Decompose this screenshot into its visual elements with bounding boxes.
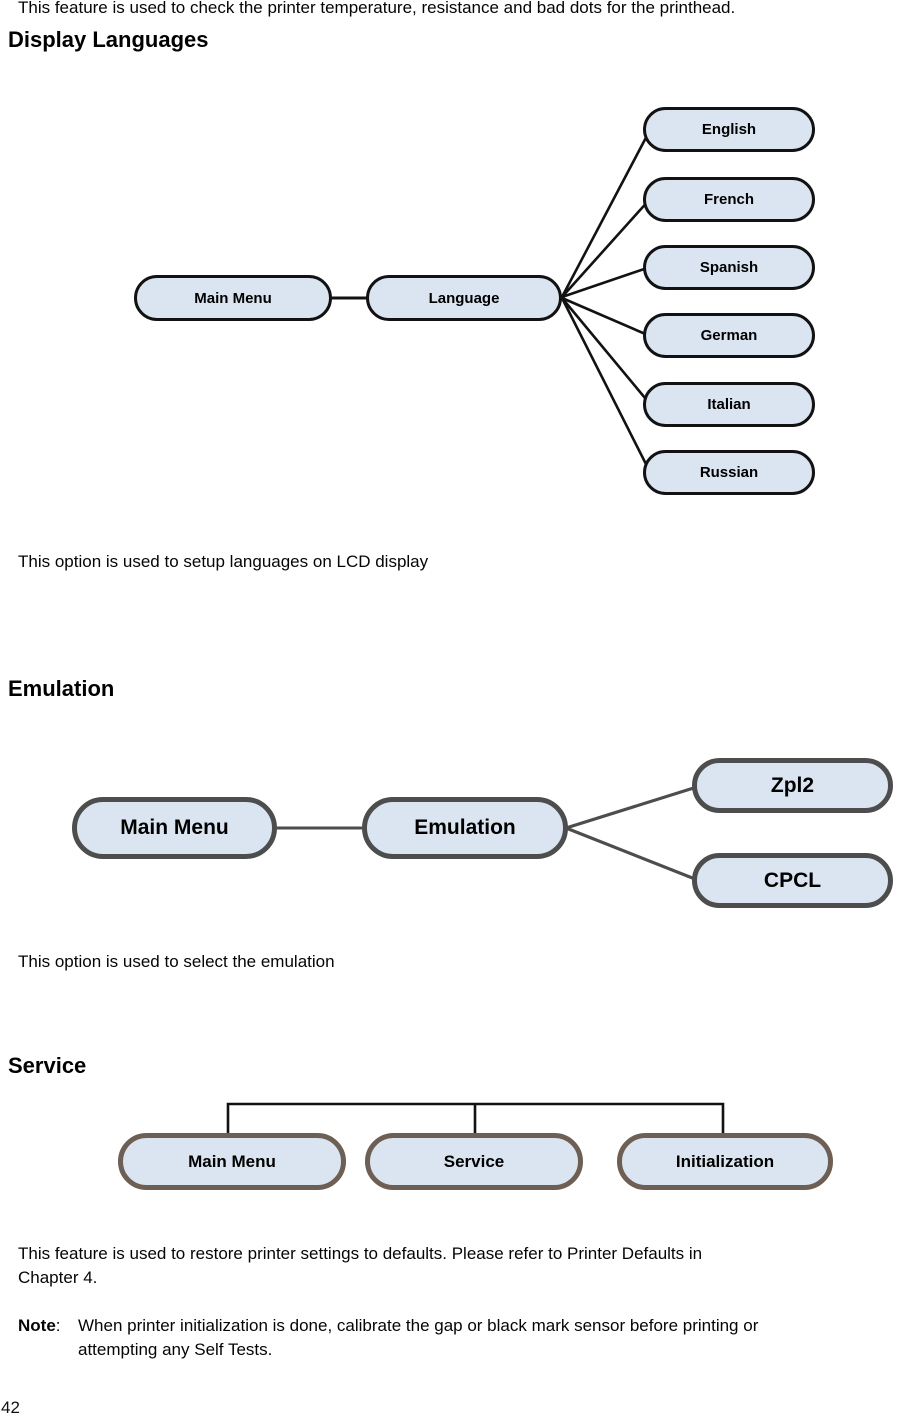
node-german: German (643, 313, 815, 358)
emulation-description: This option is used to select the emulat… (18, 952, 335, 971)
node-main-menu: Main Menu (134, 275, 332, 321)
node-main-menu: Main Menu (72, 797, 277, 859)
note-body: When printer initialization is done, cal… (78, 1314, 758, 1362)
service-note: Note: When printer initialization is don… (18, 1314, 758, 1362)
node-service: Service (365, 1133, 583, 1190)
node-cpcl: CPCL (692, 853, 893, 908)
node-russian: Russian (643, 450, 815, 495)
page-number: 42 (1, 1398, 20, 1417)
service-description-line1: This feature is used to restore printer … (18, 1244, 703, 1263)
node-emulation: Emulation (362, 797, 568, 859)
display-languages-heading: Display Languages (8, 27, 209, 52)
service-description: This feature is used to restore printer … (18, 1242, 702, 1290)
note-label-text: Note (18, 1316, 56, 1335)
service-heading: Service (8, 1053, 87, 1078)
intro-text: This feature is used to check the printe… (18, 0, 736, 17)
language-description: This option is used to setup languages o… (18, 552, 429, 571)
note-colon: : (55, 1316, 61, 1335)
node-english: English (643, 107, 815, 152)
node-main-menu: Main Menu (118, 1133, 346, 1190)
note-line1: When printer initialization is done, cal… (78, 1316, 759, 1335)
note-label: Note: (18, 1314, 78, 1362)
node-zpl2: Zpl2 (692, 758, 893, 813)
note-line2: attempting any Self Tests. (78, 1340, 273, 1359)
emulation-heading: Emulation (8, 676, 115, 701)
service-description-line2: Chapter 4. (18, 1268, 98, 1287)
node-spanish: Spanish (643, 245, 815, 290)
node-italian: Italian (643, 382, 815, 427)
node-initialization: Initialization (617, 1133, 833, 1190)
node-language: Language (366, 275, 562, 321)
node-french: French (643, 177, 815, 222)
